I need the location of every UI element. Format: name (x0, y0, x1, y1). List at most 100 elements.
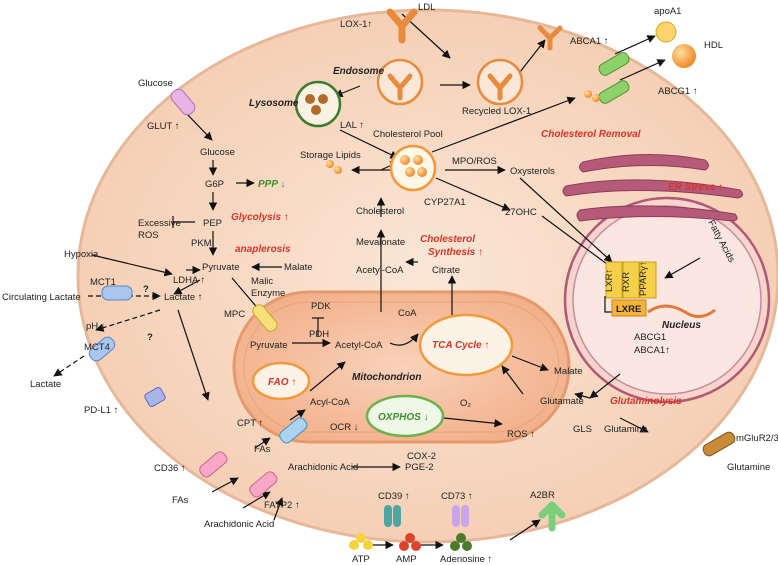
glucose-in-label: Glucose (200, 147, 235, 158)
oxphos-label: OXPHOS ↓ (378, 412, 429, 423)
nucleus-label: Nucleus (662, 320, 701, 331)
pyruvate-mito-label: Pyruvate (250, 340, 288, 351)
ros-out-label: ROS ↑ (507, 429, 535, 440)
ocr-label: OCR ↓ (330, 422, 359, 433)
abcg1-top-label: ABCG1 ↑ (658, 86, 698, 97)
pep-label: PEP (203, 218, 222, 229)
glutamine-out-label: Glutamine (727, 462, 770, 473)
oxysterols-label: Oxysterols (510, 166, 555, 177)
cholesterol-synthesis-label-1: Cholesterol (420, 234, 475, 245)
arachidonic-in-label: Arachidonic Acid (288, 462, 358, 473)
mpo-ros-label: MPO/ROS (452, 156, 497, 167)
lactate-out-label: Lactate (30, 379, 61, 390)
abca1-top-label: ABCA1 ↑ (570, 36, 609, 47)
malic-enzyme-label-2: Enzyme (251, 288, 285, 299)
mito-processes (251, 313, 514, 438)
cholesterol-removal-label: Cholesterol Removal (541, 129, 641, 140)
ldha-label: LDHA ↑ (173, 275, 205, 286)
circulating-lactate-label: Circulating Lactate (2, 292, 81, 303)
lactate-in-label: Lactate ↑ (164, 292, 203, 303)
acetyl-coa-top-label: Acetyl-CoA (356, 265, 404, 276)
atp-label: ATP (352, 554, 370, 565)
excessive-ros-label-1: Excessive (138, 218, 181, 229)
cholesterol-label: Cholesterol (356, 206, 404, 217)
apoa1-label: apoA1 (654, 6, 681, 17)
anaplerosis-label: anaplerosis (235, 244, 291, 255)
coa-label: CoA (398, 308, 417, 319)
pathway-arrows (53, 13, 701, 550)
mevalonate-label: Mevalonate (356, 237, 405, 248)
glutamine-in-label: Glutamine (604, 424, 647, 435)
amp-label: AMP (396, 554, 417, 565)
cox2-label: COX-2 (407, 451, 436, 462)
q1-label: ? (143, 284, 149, 295)
rxr-label: RXR (621, 272, 632, 292)
hdl-label: HDL (704, 40, 723, 51)
acetyl-coa-mito-label: Acetyl-CoA (335, 340, 383, 351)
lysosome-label: Lysosome (249, 98, 299, 109)
cholesterol-synthesis-label-2: Synthesis ↑ (428, 247, 483, 258)
mct4-label: MCT4 (84, 342, 110, 353)
lxr-label: LXR↑ (604, 269, 615, 292)
ppar-label: PPARγ↑ (638, 261, 649, 296)
cd36-label: CD36 ↑ (154, 463, 186, 474)
glycolysis-label: Glycolysis ↑ (231, 212, 289, 223)
cd73-label: CD73 ↑ (441, 491, 473, 502)
pkm-label: PKM (191, 238, 212, 249)
q2-label: ? (147, 332, 153, 343)
pyruvate-top-label: Pyruvate (202, 262, 240, 273)
storage-lipids-label: Storage Lipids (300, 150, 361, 161)
fatp2-label: FATP2 ↑ (264, 500, 300, 511)
endosome-label: Endosome (333, 66, 385, 77)
lox1-label: LOX-1↑ (340, 19, 372, 30)
vesicles (294, 8, 696, 551)
er-stacks (562, 154, 744, 222)
arachidonic-out-label: Arachidonic Acid (204, 519, 274, 530)
cholesterol-pool-label: Cholesterol Pool (373, 129, 443, 140)
glucose-out-label: Glucose (138, 78, 173, 89)
er-stress-label: ER Stress ↑ (668, 182, 723, 193)
nucleus (563, 196, 771, 404)
o2-label: O₂ (460, 398, 471, 409)
transporters (88, 52, 736, 532)
glut-label: GLUT ↑ (147, 121, 180, 132)
mitochondrion-label: Mitochondrion (352, 372, 421, 383)
malate-out-label: Malate (554, 366, 583, 377)
cyp27a1-label: CYP27A1 (424, 197, 466, 208)
glutaminolysis-label: Glutaminolysis (610, 396, 682, 407)
fas-in-label: FAs (254, 444, 271, 455)
nuclear-receptors (605, 261, 716, 318)
27ohc-label: 27OHC (505, 207, 537, 218)
abca1-nuc-label: ABCA1↑ (634, 345, 670, 356)
cd39-label: CD39 ↑ (378, 491, 410, 502)
recycled-lox1-label: Recycled LOX-1 (462, 106, 531, 117)
ph-label: pH ↓ (86, 321, 106, 332)
pdk-label: PDK (311, 301, 331, 312)
ldl-label: LDL (418, 2, 435, 13)
malic-enzyme-label-1: Malic (251, 276, 273, 287)
ppp-label: PPP ↓ (258, 179, 285, 190)
fao-label: FAO ↑ (268, 377, 296, 388)
mct1-label: MCT1 (90, 277, 116, 288)
tca-label: TCA Cycle ↑ (432, 340, 489, 351)
a2br-label: A2BR (530, 490, 555, 501)
gls-label: GLS (573, 424, 592, 435)
pdh-label: PDH (309, 329, 329, 340)
pdl1-label: PD-L1 ↑ (84, 405, 118, 416)
pge2-label: PGE-2 (405, 462, 434, 473)
g6p-label: G6P (205, 179, 224, 190)
lxre-label: LXRE (616, 304, 641, 315)
hypoxia-label: Hypoxia (64, 249, 99, 260)
acyl-coa-label: Acyl-CoA (310, 397, 350, 408)
glutamate-label: Glutamate (540, 396, 584, 407)
fas-out-label: FAs (172, 495, 189, 506)
cpt-label: CPT ↑ (237, 418, 263, 429)
abcg1-nuc-label: ABCG1 (634, 332, 666, 343)
mpc-label: MPC (224, 309, 245, 320)
citrate-label: Citrate (432, 265, 460, 276)
mglur-label: mGluR2/3 (736, 433, 778, 444)
excessive-ros-label-2: ROS (138, 230, 159, 241)
lal-label: LAL ↑ (340, 120, 364, 131)
